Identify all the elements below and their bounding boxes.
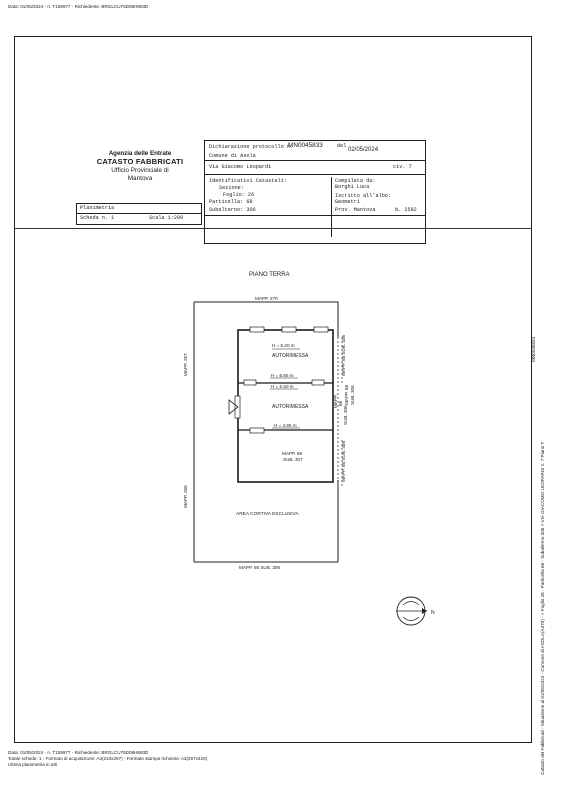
room-garage-2: AUTORIMESSA [272,404,309,410]
footer-last-plan-line: Ultima planimetria in atti [8,762,58,767]
declaration-date: 02/05/2024 [348,147,379,153]
right-margin-situazione: Catasto dei Fabbricati - Situazione al 0… [540,441,545,775]
mapp-left-lower-label: MAPP. 266 [183,485,188,508]
height-label-1: H = 6.20 m [272,343,295,348]
room-sub307-line2: SUB. 307 [283,457,303,462]
area-cortiva-label: AREA CORTIVA ESCLUSIVA [236,512,299,517]
window-top-2 [281,326,297,333]
address: Via Giacomo Leopardi [209,164,272,170]
room-sub307-line1: MAPP. 68 [282,451,303,456]
mapp-bottom-label: MAPP. 68 SUB. 306 [239,565,281,570]
sheet-divider [14,228,532,229]
agency-province: Mantova [127,175,153,183]
iscritto-value: Geometri [335,199,360,205]
mapp-right-label-b2: SUB. 306 [350,385,355,405]
decl-divider-2 [205,174,425,175]
civic-number: civ. 7 [393,164,412,170]
protocol-label: Dichiarazione protocollo n. [209,144,294,150]
prov: Prov. Mantova [335,207,376,213]
mapp-top-label: MAPP. 270 [255,296,278,301]
compilata-label: Compilata da: [335,178,376,184]
decl-vertical-divider [331,177,332,237]
compass-north-label: N [431,610,435,616]
compilata-name: Borghi Luca [335,184,370,190]
planimetria-divider [77,213,201,214]
header-request-line: Data: 01/05/2024 - n. T159977 - Richiede… [8,4,149,9]
mapp-left-upper-label: MAPP. 267 [183,353,188,376]
room-garage-1: AUTORIMESSA [272,353,309,359]
scheda-number: Scheda n. 1 [80,215,115,221]
agency-name: Agenzia delle Entrate [108,150,172,157]
registration-number: N. 2582 [395,207,417,213]
agency-office: Ufficio Provinciale di [111,166,169,174]
height-label-4: H = 4.95 m [274,423,297,428]
mapp-right-label-a: MAPP. 68 SUB. 306 [341,334,346,376]
planimetria-title: Planimetria [80,205,115,211]
mapp-right-small-3: SUB. 306 [343,405,348,425]
opening-mid-2 [311,379,325,386]
window-top-3 [313,326,329,333]
height-label-2: H = 6.65 m [271,373,294,378]
scale: Scala 1:200 [149,215,184,221]
right-margin-stamp: MN0045833 [531,336,536,362]
planimetria-header: Planimetria Scheda n. 1 Scala 1:200 [76,203,202,225]
compass-arc-bottom [402,616,420,621]
decl-divider-1 [205,160,425,161]
opening-bottom-1 [249,427,265,434]
mapp-right-label-c: MAPP. 68 SUB. 306 [341,440,346,482]
compass-arrowhead [422,608,427,614]
footer-request-line: Data: 01/05/2024 - n. T159977 - Richiede… [8,750,149,755]
declaration-box: Dichiarazione protocollo n. MN0045833 de… [204,140,426,244]
iscritto-label: Iscritto all'albo: [335,193,392,199]
compass-arc-top [402,601,420,606]
subalterno: Subalterno: 306 [209,207,256,213]
particella: Particella: 68 [209,199,253,205]
foglio: Foglio: 26 [223,192,255,198]
ident-title: Identificativi Catastali: [209,178,287,184]
lot-boundary-top [194,301,339,337]
window-top-1 [249,326,265,333]
agency-block: Agenzia delle Entrate CATASTO FABBRICATI… [80,150,200,184]
floor-title: PIANO TERRA [249,272,290,278]
agency-department: CATASTO FABBRICATI [96,157,184,167]
footer-format-line: Totale schede: 1 - Formato di acquisizio… [8,756,208,761]
comune: Comune di Asola [209,153,256,159]
sheet-frame [14,36,532,743]
decl-divider-3 [205,215,425,216]
protocol-number: MN0045833 [288,142,323,149]
sezione: Sezione: [219,185,244,191]
date-label: del [337,143,347,149]
opening-mid-1 [243,379,257,386]
entry-arrow-icon [228,399,239,415]
height-label-3: H = 5.60 m [271,384,294,389]
